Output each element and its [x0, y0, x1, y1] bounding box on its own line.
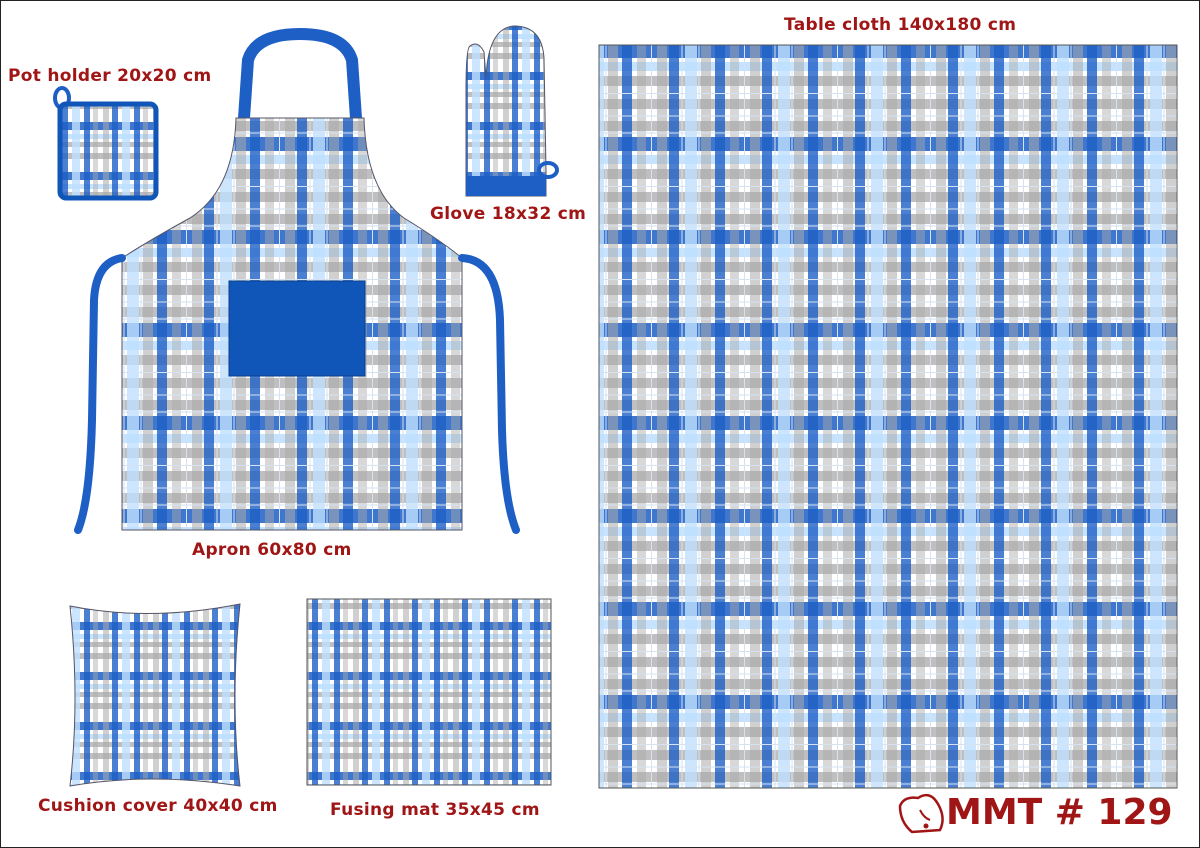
pot-holder-label: Pot holder 20x20 cm: [8, 66, 212, 86]
glove-label: Glove 18x32 cm: [430, 204, 587, 224]
logo-text: MMT # 129: [946, 792, 1173, 833]
cushion-cover-label: Cushion cover 40x40 cm: [38, 796, 278, 816]
apron-label: Apron 60x80 cm: [192, 540, 352, 560]
table-cloth-label: Table cloth 140x180 cm: [784, 15, 1017, 35]
fusing-mat-label: Fusing mat 35x45 cm: [330, 800, 540, 820]
